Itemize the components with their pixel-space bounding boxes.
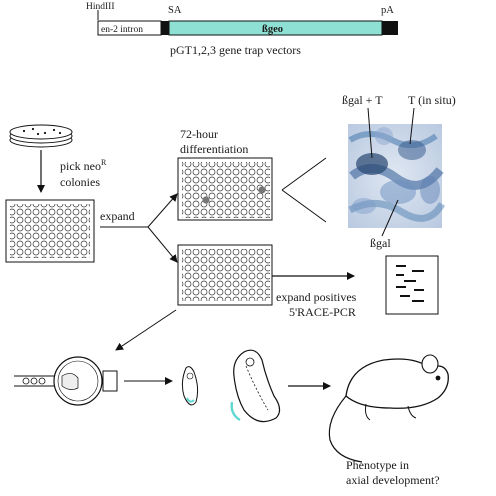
sa-label: SA [168,5,182,16]
diff-label-1: 72-hour [180,127,218,141]
petri-dish [9,124,73,148]
plate-differentiation [177,157,273,221]
branch-arrow-down [147,226,178,263]
blastocyst-arrow [115,309,177,351]
late-embryo [230,349,281,423]
positive-well [202,196,210,204]
plate-expand [5,199,95,263]
bgal-t-label: ßgal + T [342,93,383,107]
blastocyst-injection [14,356,118,406]
expand-positives-label: expand positives [276,290,357,304]
expand-label: expand [100,209,135,223]
bgal-t-pointer [367,107,373,159]
colonies-label: colonies [60,175,100,189]
phenotype-label-1: Phenotype in [346,458,409,472]
vector-caption: pGT1,2,3 gene trap vectors [170,43,301,57]
intron-label: en-2 intron [101,25,143,35]
t-insitu-pointer [409,107,415,145]
pa-label: pA [381,5,394,16]
pa-segment [382,21,398,35]
gel-image [385,255,439,315]
vector-map: HindIII SA pA en-2 intron ßgeo pGT1,2,3 … [86,2,398,57]
positive-well [258,186,266,194]
hindiii-label: HindIII [86,2,115,12]
phenotype-label-2: axial development? [346,473,440,487]
zoom-line-lower [281,189,327,223]
pick-label: pick neoR [60,158,107,173]
early-embryo [181,366,199,406]
plate-positives [177,244,273,306]
diff-label-2: differentiation [180,142,248,156]
t-insitu-label: T (in situ) [408,93,456,107]
bgal-pointer [381,199,399,237]
branch-arrow-up [147,193,178,228]
geo-label: ßgeo [262,24,283,35]
bgal-label: ßgal [370,236,391,250]
sa-segment [161,21,169,35]
zoom-line-upper [281,157,327,191]
race-pcr-label: 5'RACE-PCR [289,305,356,319]
mouse-illustration [328,354,449,463]
stain-micrograph [348,124,446,228]
